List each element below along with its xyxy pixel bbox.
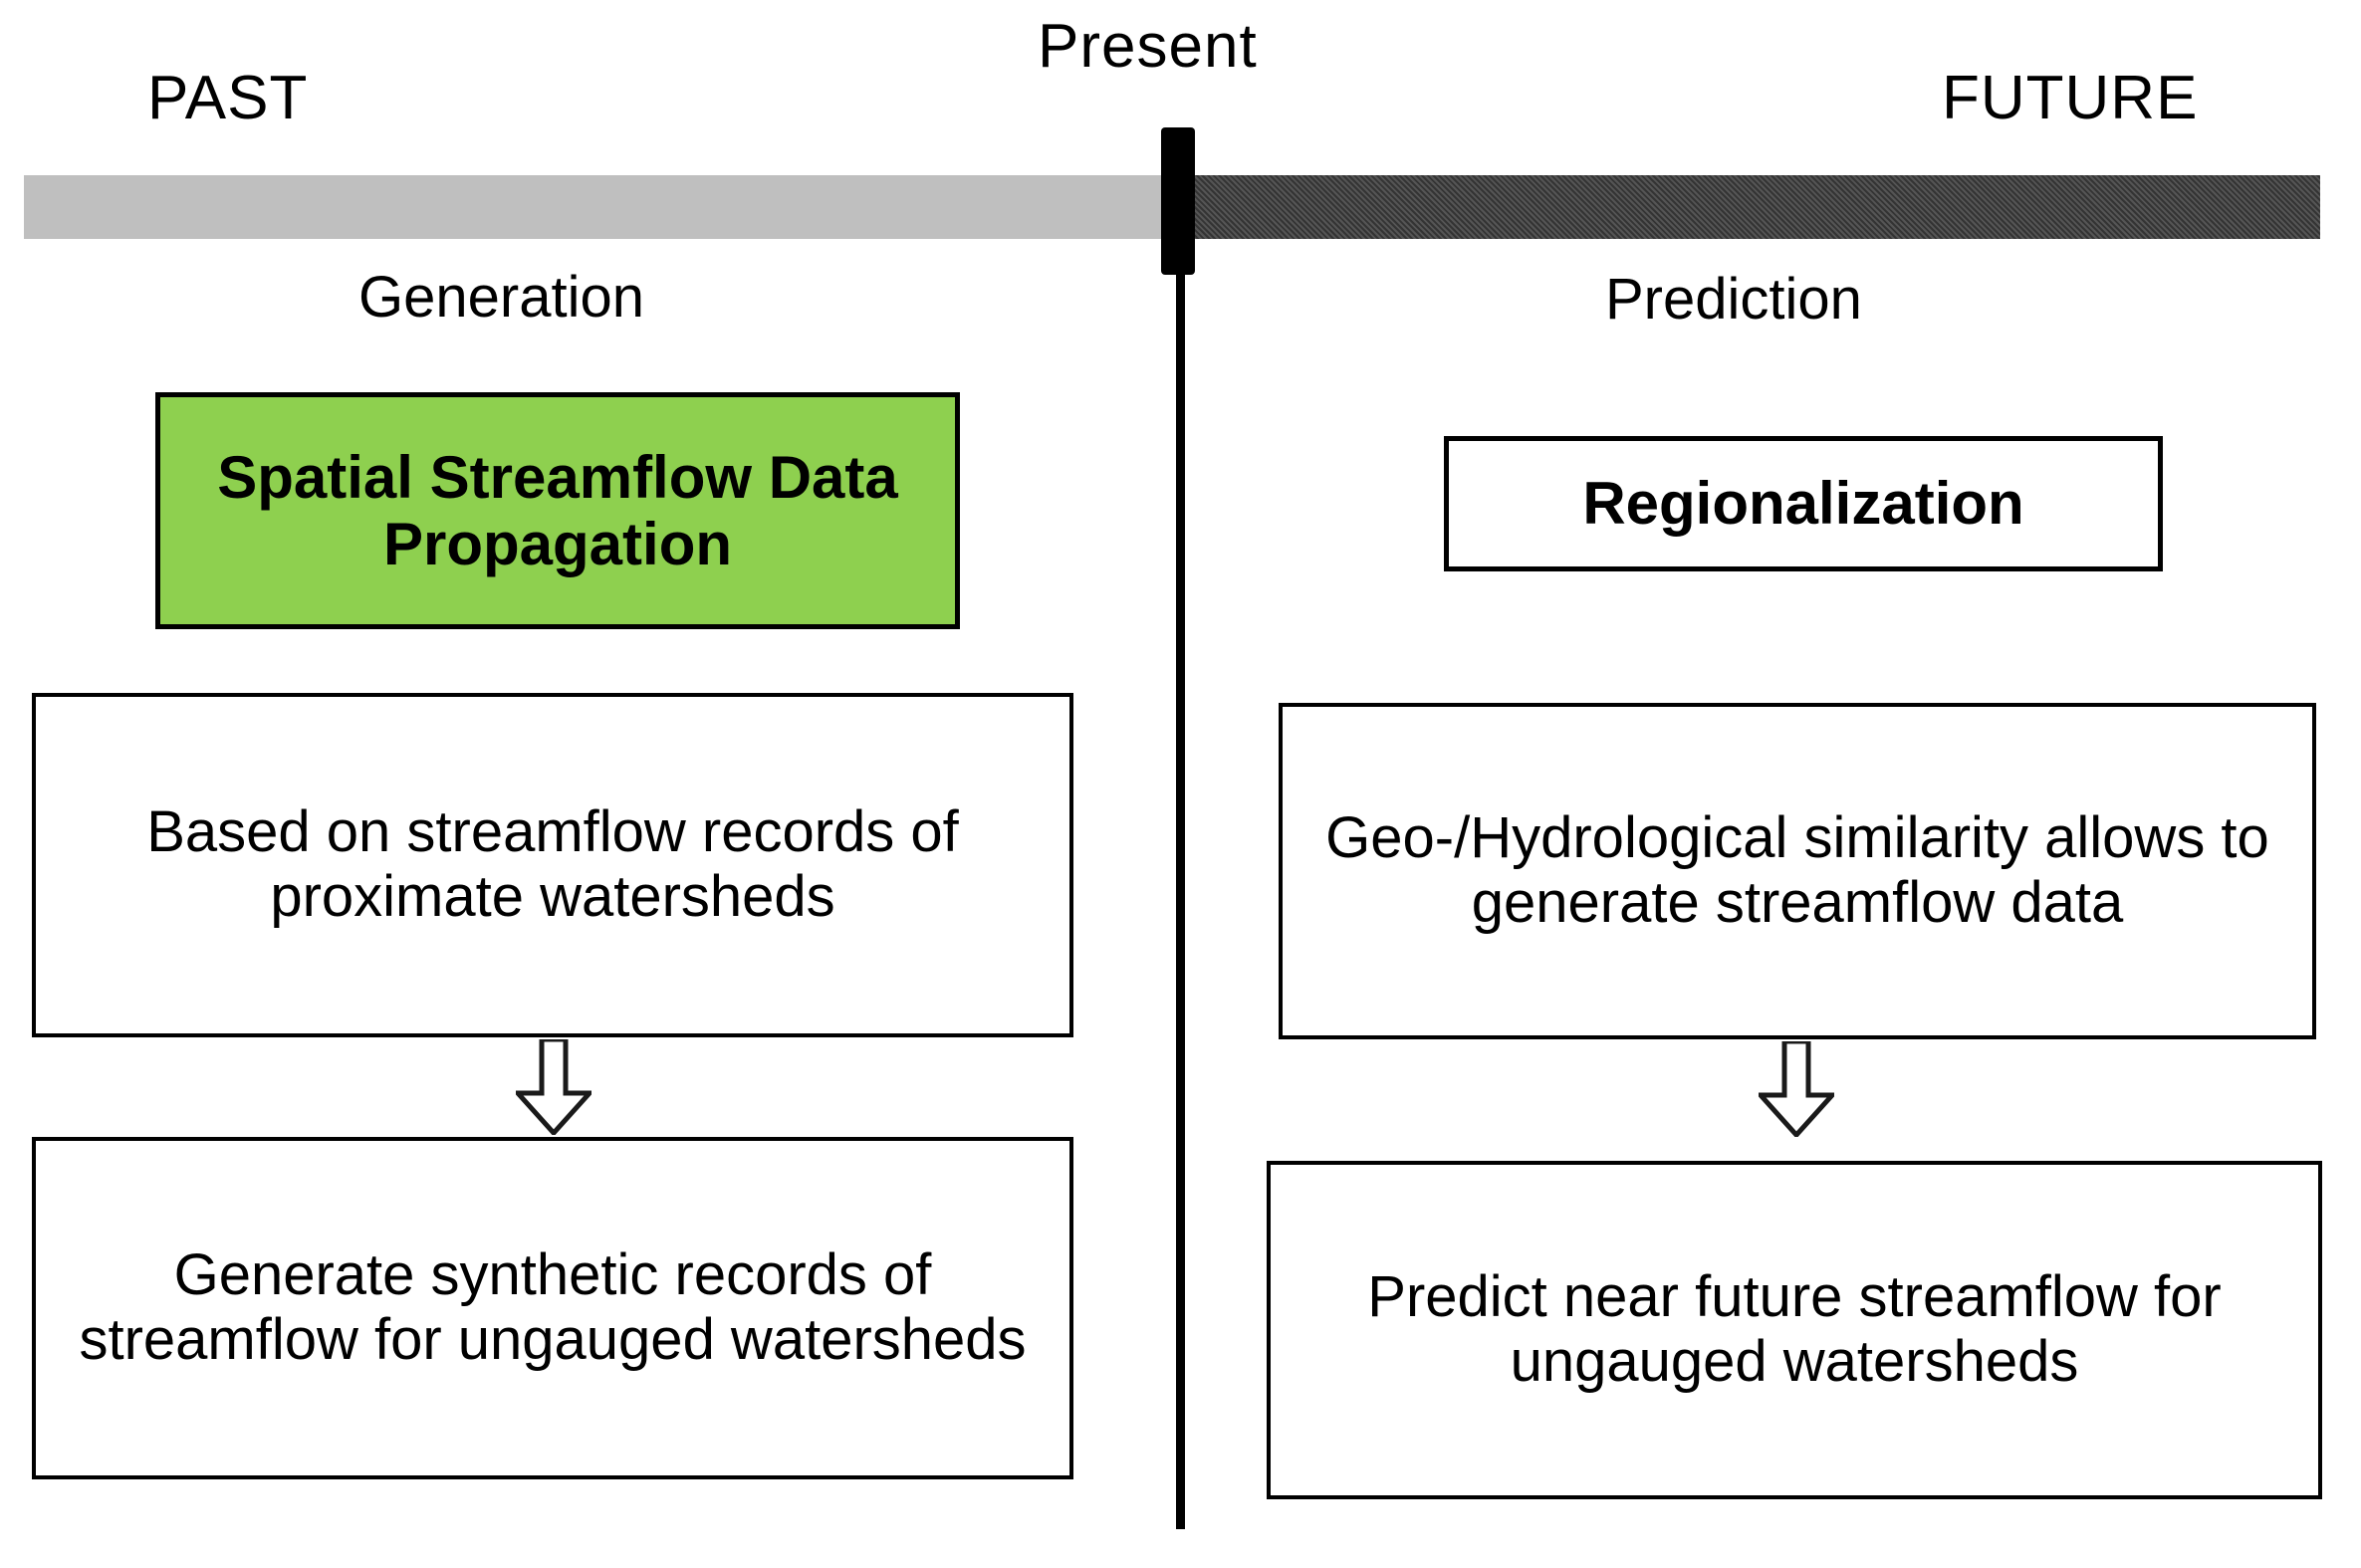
right-body-box-1-text: Geo-/Hydrological similarity allows to g…	[1325, 805, 2269, 935]
timeline-bar-past	[24, 175, 1180, 239]
past-label: PAST	[147, 64, 309, 132]
right-body-box-1: Geo-/Hydrological similarity allows to g…	[1279, 703, 2316, 1039]
left-body-box-1-text: Based on streamflow records of proximate…	[146, 799, 959, 929]
present-marker	[1161, 127, 1195, 275]
spatial-streamflow-data-propagation-box: Spatial Streamflow Data Propagation	[155, 392, 960, 629]
down-arrow-icon-right	[1755, 1038, 1838, 1139]
regionalization-box: Regionalization	[1444, 436, 2163, 571]
left-body-box-2-text: Generate synthetic records of streamflow…	[79, 1242, 1027, 1372]
down-arrow-icon-left	[512, 1036, 595, 1137]
left-body-box-2: Generate synthetic records of streamflow…	[32, 1137, 1073, 1479]
timeline-bar-future	[1180, 175, 2320, 239]
timeline-divider	[1176, 267, 1185, 1529]
right-body-box-2-text: Predict near future streamflow for ungau…	[1367, 1264, 2222, 1394]
regionalization-label: Regionalization	[1582, 470, 2024, 538]
spatial-streamflow-data-propagation-label: Spatial Streamflow Data Propagation	[217, 443, 898, 577]
left-body-box-1: Based on streamflow records of proximate…	[32, 693, 1073, 1037]
right-body-box-2: Predict near future streamflow for ungau…	[1267, 1161, 2322, 1499]
present-label: Present	[1038, 12, 1258, 81]
phase-label-generation: Generation	[358, 265, 644, 330]
future-label: FUTURE	[1942, 64, 2199, 132]
phase-label-prediction: Prediction	[1605, 267, 1862, 332]
